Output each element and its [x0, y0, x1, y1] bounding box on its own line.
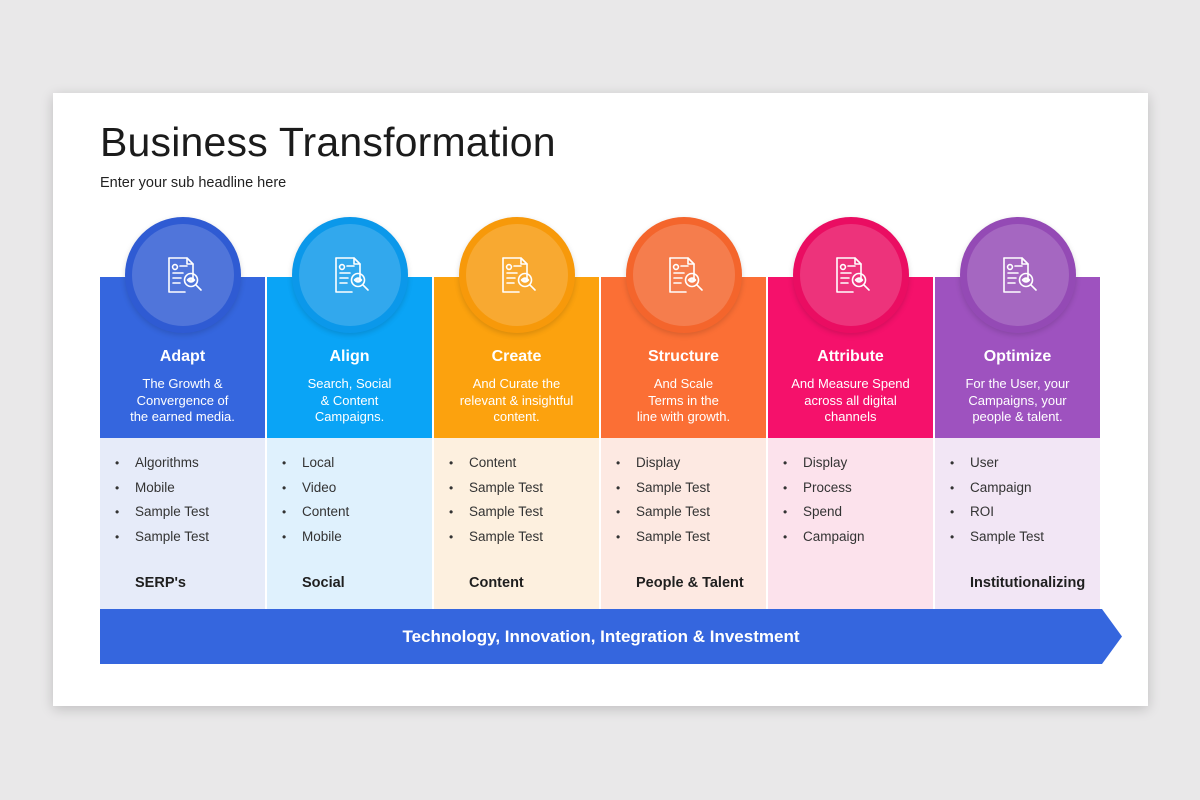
column-footer: Content — [469, 575, 524, 591]
document-search-icon — [466, 224, 568, 326]
list-item: Spend — [783, 500, 865, 525]
column-title: Create — [491, 348, 542, 365]
list-item: Display — [783, 451, 865, 476]
list-item: ROI — [950, 500, 1044, 525]
column-list: User Campaign ROI Sample Test — [950, 451, 1044, 550]
list-item: Mobile — [282, 525, 349, 550]
list-item: Sample Test — [950, 525, 1044, 550]
arrow-shape — [100, 609, 1122, 664]
list-item: Campaign — [783, 525, 865, 550]
column-circle — [292, 217, 408, 333]
column-title: Adapt — [159, 348, 206, 365]
column-footer: Institutionalizing — [970, 575, 1086, 591]
document-search-icon — [633, 224, 735, 326]
column-footer: People & Talent — [636, 575, 744, 591]
list-item: Process — [783, 476, 865, 501]
column-circle — [459, 217, 575, 333]
column-circle — [626, 217, 742, 333]
column-footer: Social — [302, 575, 345, 591]
document-search-icon — [800, 224, 902, 326]
document-search-icon — [299, 224, 401, 326]
column-circle — [960, 217, 1076, 333]
column-circle — [793, 217, 909, 333]
column-title: Optimize — [983, 348, 1052, 365]
list-item: Content — [449, 451, 543, 476]
list-item: Display — [616, 451, 710, 476]
slide: Business Transformation Enter your sub h… — [53, 93, 1148, 706]
list-item: Video — [282, 476, 349, 501]
column-title: Align — [329, 348, 370, 365]
banner-arrow: Technology, Innovation, Integration & In… — [100, 609, 1124, 664]
column-circle — [125, 217, 241, 333]
document-search-icon — [132, 224, 234, 326]
page-title: Business Transformation — [100, 119, 556, 165]
list-item: Sample Test — [616, 525, 710, 550]
document-search-icon — [967, 224, 1069, 326]
column-list: Algorithms Mobile Sample Test Sample Tes… — [115, 451, 209, 550]
list-item: Sample Test — [449, 525, 543, 550]
list-item: Algorithms — [115, 451, 209, 476]
column-list: Display Sample Test Sample Test Sample T… — [616, 451, 710, 550]
banner-text: Technology, Innovation, Integration & In… — [402, 627, 800, 646]
list-item: Sample Test — [449, 476, 543, 501]
list-item: Sample Test — [115, 525, 209, 550]
list-item: Sample Test — [616, 476, 710, 501]
list-item: Sample Test — [449, 500, 543, 525]
column-list: Content Sample Test Sample Test Sample T… — [449, 451, 543, 550]
list-item: Content — [282, 500, 349, 525]
column-title: Structure — [647, 348, 720, 365]
list-item: Sample Test — [115, 500, 209, 525]
list-item: Local — [282, 451, 349, 476]
list-item: Sample Test — [616, 500, 710, 525]
list-item: User — [950, 451, 1044, 476]
column-list: Display Process Spend Campaign — [783, 451, 865, 550]
list-item: Campaign — [950, 476, 1044, 501]
column-list: Local Video Content Mobile — [282, 451, 349, 550]
column-footer: SERP's — [135, 575, 186, 591]
page-subtitle: Enter your sub headline here — [100, 175, 287, 191]
column-title: Attribute — [817, 348, 884, 365]
list-item: Mobile — [115, 476, 209, 501]
